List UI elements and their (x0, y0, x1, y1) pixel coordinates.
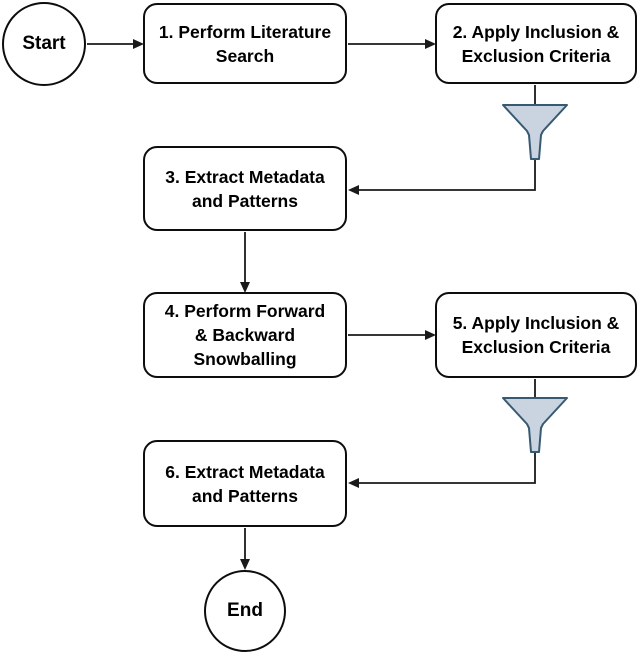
edge-start-to-step1 (87, 39, 144, 49)
step2-node-label: 2. Apply Inclusion & Exclusion Criteria (452, 21, 620, 66)
funnel-icon (502, 397, 568, 453)
edge-step1-to-step2 (348, 39, 436, 49)
end-node: End (204, 570, 286, 652)
funnel-icon (502, 104, 568, 160)
edge-step4-to-step5 (348, 330, 436, 340)
step4-node: 4. Perform Forward & Backward Snowballin… (143, 292, 347, 378)
step5-node: 5. Apply Inclusion & Exclusion Criteria (435, 292, 637, 378)
step3-node-label: 3. Extract Metadata and Patterns (165, 166, 325, 211)
edge-step3-to-step4 (240, 232, 250, 293)
step1-node: 1. Perform Literature Search (143, 3, 347, 84)
step3-node: 3. Extract Metadata and Patterns (143, 146, 347, 231)
step5-node-label: 5. Apply Inclusion & Exclusion Criteria (452, 313, 620, 357)
edge-step2-to-step3 (348, 85, 536, 195)
start-node-label: Start (22, 33, 66, 54)
start-node: Start (2, 2, 86, 86)
edge-step6-to-end (240, 528, 250, 570)
step4-node-label: 4. Perform Forward & Backward Snowballin… (164, 301, 326, 369)
step6-node: 6. Extract Metadata and Patterns (143, 440, 347, 527)
step2-node: 2. Apply Inclusion & Exclusion Criteria (435, 3, 637, 84)
step6-node-label: 6. Extract Metadata and Patterns (165, 461, 325, 506)
edge-step5-to-step6 (348, 379, 536, 488)
step1-node-label: 1. Perform Literature Search (158, 21, 332, 66)
end-node-label: End (227, 600, 263, 621)
